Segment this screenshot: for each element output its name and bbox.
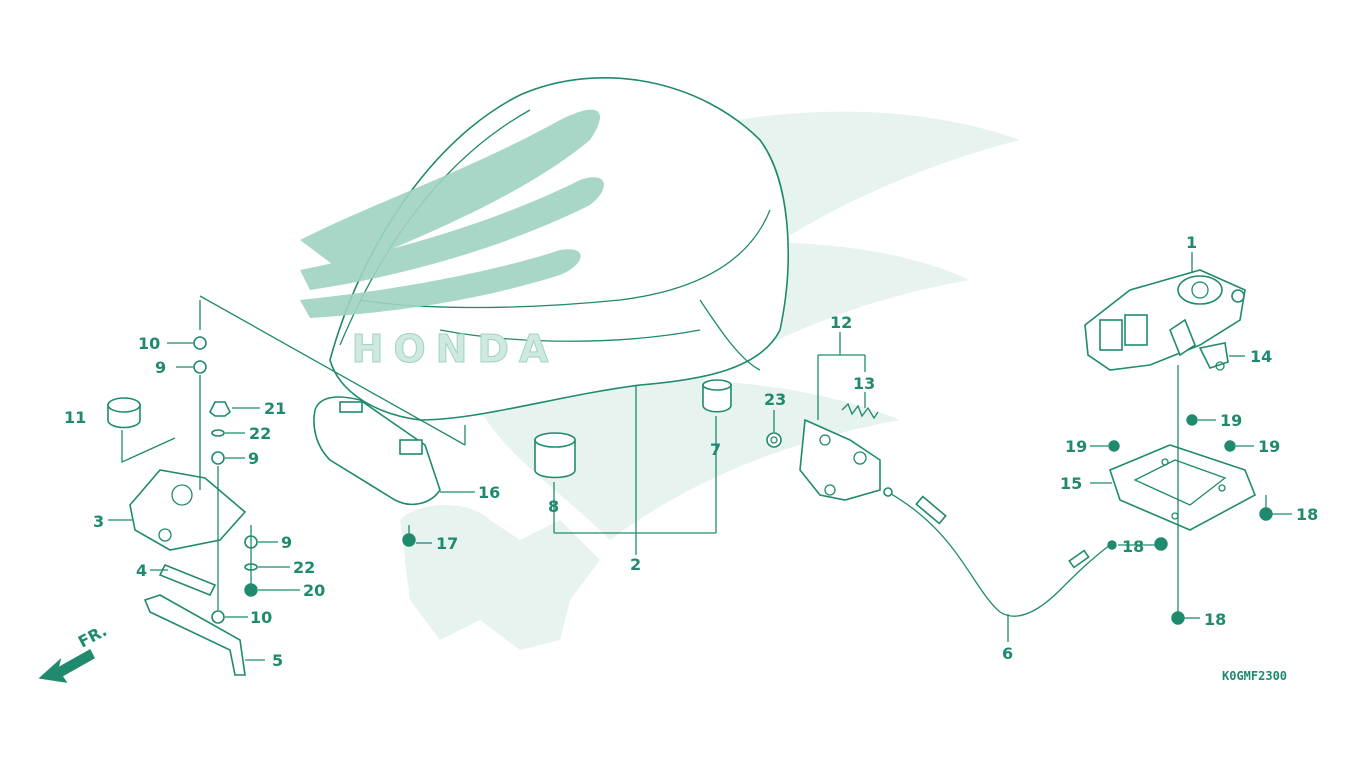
latch-cover-part-16 bbox=[313, 396, 441, 506]
callout-21: 21 bbox=[264, 399, 286, 418]
cable-part-6 bbox=[883, 487, 1117, 617]
callout-9-top: 9 bbox=[155, 358, 166, 377]
callout-20: 20 bbox=[303, 581, 325, 600]
callout-3: 3 bbox=[93, 512, 104, 531]
callout-1: 1 bbox=[1186, 233, 1197, 252]
hinge-part-3 bbox=[129, 469, 247, 551]
callout-2: 2 bbox=[630, 555, 641, 574]
callout-12: 12 bbox=[830, 313, 852, 332]
cushion-part-7 bbox=[702, 379, 732, 413]
callout-9-mid: 9 bbox=[248, 449, 259, 468]
callout-8: 8 bbox=[548, 497, 559, 516]
bolt-part-17 bbox=[402, 525, 416, 547]
bracket-part-15 bbox=[1109, 444, 1257, 531]
seat-lettering: HONDA bbox=[352, 327, 559, 371]
callout-18-b: 18 bbox=[1122, 537, 1144, 556]
spring-part-13 bbox=[841, 402, 879, 420]
bushing-part-11 bbox=[107, 397, 141, 429]
nut-part-19-b bbox=[1186, 414, 1198, 426]
callout-17: 17 bbox=[436, 534, 458, 553]
callout-18-c: 18 bbox=[1204, 610, 1226, 629]
nut-part-19-a bbox=[1108, 440, 1120, 452]
callout-14: 14 bbox=[1250, 347, 1272, 366]
callout-22-a: 22 bbox=[249, 424, 271, 443]
front-direction-arrow: FR. bbox=[38, 621, 110, 683]
bolt-part-18-c bbox=[1171, 600, 1185, 625]
washer-part-10-low bbox=[211, 610, 225, 624]
callout-4: 4 bbox=[136, 561, 147, 580]
clip-part-14 bbox=[1198, 342, 1229, 371]
front-arrow-label: FR. bbox=[75, 621, 110, 652]
bolt-part-18-b bbox=[1154, 537, 1168, 551]
nut-part-20 bbox=[244, 583, 258, 597]
callout-10-low: 10 bbox=[250, 608, 272, 627]
bolt-part-18-a bbox=[1259, 495, 1273, 521]
callout-10-top: 10 bbox=[138, 334, 160, 353]
callout-19-b: 19 bbox=[1220, 411, 1242, 430]
callout-16: 16 bbox=[478, 483, 500, 502]
callout-19-c: 19 bbox=[1258, 437, 1280, 456]
callout-23: 23 bbox=[764, 390, 786, 409]
link-plate-part-4 bbox=[158, 563, 217, 597]
callout-7: 7 bbox=[710, 440, 721, 459]
callout-19-a: 19 bbox=[1065, 437, 1087, 456]
callout-5: 5 bbox=[272, 651, 283, 670]
grommet-part-23 bbox=[766, 432, 782, 448]
actuator-part-1 bbox=[1084, 269, 1246, 371]
callout-11: 11 bbox=[64, 408, 86, 427]
callout-9-low: 9 bbox=[281, 533, 292, 552]
nut-part-21 bbox=[208, 401, 232, 417]
callout-numbers: 1 2 3 4 5 6 7 8 9 9 9 10 10 11 12 13 14 … bbox=[64, 233, 1318, 670]
wing-graphic bbox=[300, 109, 604, 318]
reference-code: K0GMF2300 bbox=[1222, 669, 1287, 683]
callout-18-a: 18 bbox=[1296, 505, 1318, 524]
callout-22-b: 22 bbox=[293, 558, 315, 577]
washer-part-9-mid bbox=[211, 451, 225, 465]
nut-part-19-c bbox=[1224, 440, 1236, 452]
washer-part-22-a bbox=[211, 429, 225, 437]
seat-assembly: HONDA bbox=[300, 77, 789, 421]
washer-part-10-top bbox=[193, 336, 207, 350]
leader-lines bbox=[108, 252, 1292, 661]
seat-lock-part-12 bbox=[799, 418, 881, 501]
washer-part-9-top bbox=[193, 360, 207, 374]
callout-6: 6 bbox=[1002, 644, 1013, 663]
callout-15: 15 bbox=[1060, 474, 1082, 493]
callout-13: 13 bbox=[853, 374, 875, 393]
arm-part-5 bbox=[143, 594, 246, 676]
cushion-part-8 bbox=[534, 432, 576, 479]
